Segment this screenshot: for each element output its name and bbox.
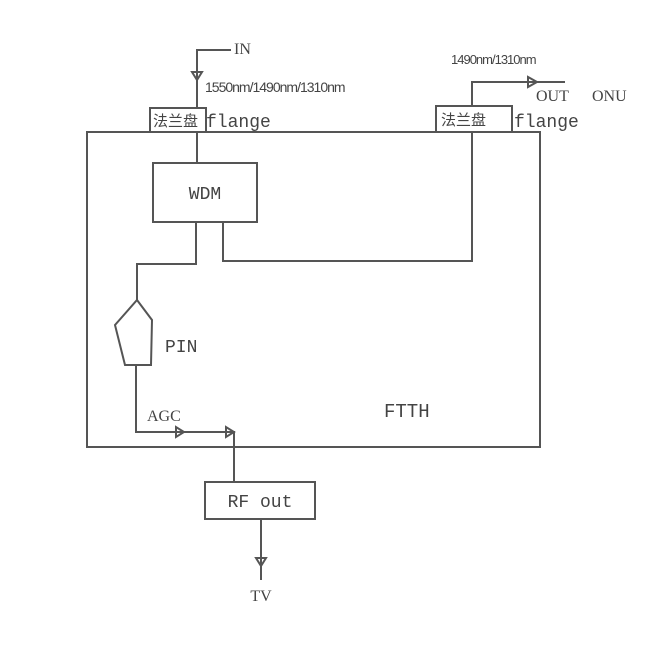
flange-right-box bbox=[435, 105, 513, 133]
agc-arrow-icon-1 bbox=[175, 425, 186, 439]
flange-left-english-label: flange bbox=[206, 113, 271, 133]
flange-right-english-label: flange bbox=[514, 113, 579, 133]
agc-label: AGC bbox=[147, 408, 181, 425]
agc-arrow-icon-2 bbox=[225, 425, 236, 439]
in-fiber-line bbox=[196, 49, 231, 108]
flange-right-chinese-label: 法兰盘 bbox=[441, 111, 486, 129]
rf-out-block bbox=[204, 481, 316, 520]
out-fiber-line bbox=[471, 81, 565, 106]
flange-left-box bbox=[149, 107, 207, 133]
flange-left-chinese-label: 法兰盘 bbox=[153, 112, 198, 130]
out-wavelengths-label: 1490nm/1310nm bbox=[451, 52, 536, 67]
wdm-to-out-line bbox=[222, 132, 473, 262]
in-arrow-icon bbox=[190, 71, 204, 82]
in-wavelengths-label: 1550nm/1490nm/1310nm bbox=[205, 79, 345, 95]
wdm-block bbox=[152, 162, 258, 223]
tv-arrow-icon bbox=[254, 557, 268, 568]
ftth-module-frame bbox=[86, 131, 541, 448]
onu-label: ONU bbox=[592, 88, 627, 105]
out-label: OUT bbox=[536, 88, 569, 105]
wdm-label: WDM bbox=[189, 185, 221, 205]
rf-out-label: RF out bbox=[228, 493, 293, 513]
out-arrow-icon bbox=[527, 75, 540, 89]
pin-label: PIN bbox=[165, 338, 197, 358]
pin-photodiode-icon bbox=[113, 298, 154, 366]
pin-to-rf-line bbox=[135, 365, 235, 487]
ftth-label: FTTH bbox=[384, 401, 430, 423]
in-label: IN bbox=[234, 41, 251, 58]
tv-label: TV bbox=[250, 588, 272, 605]
wdm-to-pin-line bbox=[136, 222, 197, 300]
